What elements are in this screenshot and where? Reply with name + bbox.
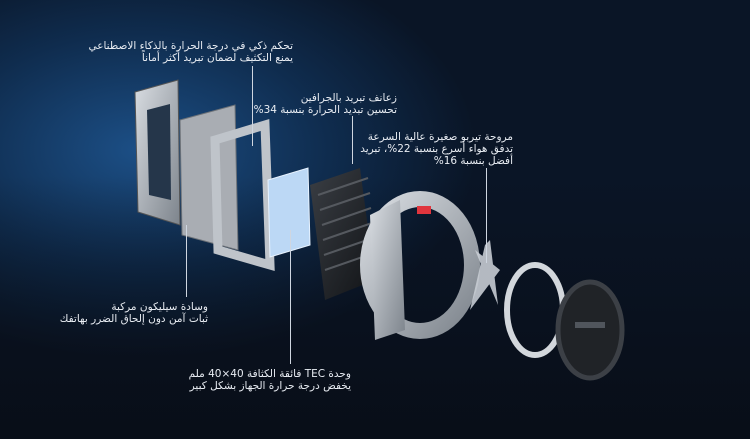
callout-desc: يمنع التكثيف لضمان تبريد أكثر أماناً [141, 52, 293, 64]
turbo-fan [470, 240, 500, 310]
callout-title: وسادة سيليكون مركبة [111, 301, 208, 313]
callout-tec-module: وحدة TEC فائقة الكثافة 40×40 ملم يخفض در… [189, 368, 351, 392]
callout-desc: يخفض درجة حرارة الجهاز بشكل كبير [189, 380, 351, 392]
led-indicator [417, 206, 431, 214]
callout-silicone-pad: وسادة سيليكون مركبة ثبات آمن دون إلحاق ا… [60, 301, 208, 325]
mesh-cover [555, 279, 625, 381]
callout-ai-temperature: تحكم ذكي في درجة الحرارة بالذكاء الاصطنا… [88, 40, 293, 64]
leader-line [290, 230, 291, 364]
callout-turbo-fan: مروحة تيربو صغيرة عالية السرعة تدفق هواء… [360, 131, 513, 167]
inner-frame [210, 119, 275, 272]
leader-line [352, 116, 353, 164]
leader-line [486, 168, 487, 263]
callout-desc: تحسين تبديد الحرارة بنسبة 34% [253, 104, 397, 116]
callout-title: وحدة TEC فائقة الكثافة 40×40 ملم [188, 368, 351, 380]
leader-line [186, 225, 187, 297]
callout-desc: أفضل بنسبة 16% [433, 155, 513, 167]
retaining-ring [504, 262, 566, 358]
callout-title: تحكم ذكي في درجة الحرارة بالذكاء الاصطنا… [88, 40, 293, 52]
leader-line [252, 66, 253, 146]
graphene-heatsink [310, 168, 375, 300]
callout-title: زعانف تبريد بالجرافين [300, 92, 397, 104]
callout-desc: ثبات آمن دون إلحاق الضرر بهاتفك [59, 313, 208, 325]
callout-title: مروحة تيربو صغيرة عالية السرعة [367, 131, 513, 143]
callout-graphene-fins: زعانف تبريد بالجرافين تحسين تبديد الحرار… [254, 92, 397, 116]
tec-module [267, 167, 311, 258]
main-housing [360, 191, 480, 340]
silicone-pad [179, 104, 239, 251]
callout-desc: تدفق هواء أسرع بنسبة 22%، تبريد [360, 143, 513, 155]
